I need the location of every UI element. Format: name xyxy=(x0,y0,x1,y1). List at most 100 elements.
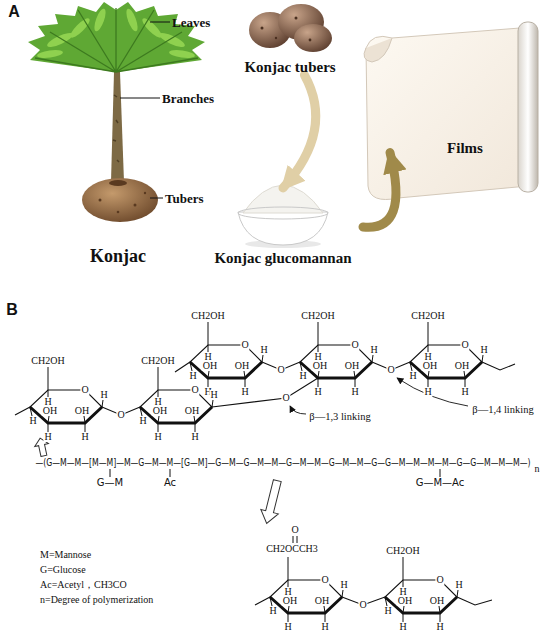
atom-label: OH xyxy=(312,361,328,371)
atom-label: CH2OH xyxy=(30,356,65,366)
callout-arrow xyxy=(397,378,468,406)
atom-label: O xyxy=(320,575,329,585)
atom-label: O xyxy=(80,385,89,395)
glycosidic-bond xyxy=(175,362,515,372)
process-arrow xyxy=(283,75,316,188)
powder-bowl xyxy=(238,185,328,248)
part-label: Leaves xyxy=(172,16,210,29)
stage-name: Konjac glucomannan xyxy=(203,250,363,267)
atom-label: H xyxy=(320,622,329,632)
plant-stem xyxy=(111,72,124,182)
atom-label: H xyxy=(298,371,307,381)
chain-formula: Ac xyxy=(164,478,176,488)
chain-formula: G—M—Ac xyxy=(416,478,465,488)
stem-spots xyxy=(113,95,119,162)
atom-label: CH2OH xyxy=(300,311,335,321)
plant-name: Konjac xyxy=(90,247,146,265)
atom-label: H xyxy=(80,432,89,442)
atom-label: H xyxy=(209,390,218,400)
part-label: Tubers xyxy=(165,192,204,205)
atom-label: H xyxy=(454,580,463,590)
atom-label: CH2OH xyxy=(190,311,225,321)
atom-label: O xyxy=(240,340,249,350)
panel-letter: B xyxy=(6,302,18,318)
atom-label: OH xyxy=(184,406,200,416)
atom-label: O xyxy=(276,365,285,375)
atom-label: O xyxy=(435,575,444,585)
stage-name: Films xyxy=(390,140,540,157)
atom-label: OH xyxy=(152,406,168,416)
branch-bond xyxy=(212,378,318,407)
atom-label: O xyxy=(386,365,395,375)
linkage-label: β—1,4 linking xyxy=(472,405,533,416)
atom-label: H xyxy=(259,345,268,355)
atom-label: H xyxy=(350,387,359,397)
callout-arrow xyxy=(290,406,306,414)
atom-label: H xyxy=(153,432,162,442)
atom-label: H xyxy=(423,387,432,397)
leader-line xyxy=(120,22,170,198)
leaf-canopy xyxy=(28,2,205,72)
atom-label: CH2OH xyxy=(410,311,445,321)
atom-label: H xyxy=(369,345,378,355)
tuber-crown xyxy=(109,180,127,186)
atom-label: CH2OH xyxy=(385,546,420,556)
chain-formula: G—M xyxy=(97,478,123,488)
product-stage: Konjac tubers xyxy=(230,3,350,75)
product-stage: Films xyxy=(390,40,540,190)
atom-label: H xyxy=(479,345,488,355)
atom-label: OH xyxy=(422,361,438,371)
atom-label: H xyxy=(28,416,37,426)
atom-label: H xyxy=(99,390,108,400)
atom-label: n xyxy=(534,464,541,474)
atom-label: H xyxy=(43,432,52,442)
abbreviation-note: G=Glucose xyxy=(40,565,86,575)
abbreviation-note: n=Degree of polymerization xyxy=(40,595,153,605)
atom-label: CH2OCCH3 xyxy=(265,544,319,554)
glucomannan-structure xyxy=(15,322,515,622)
process-arrow xyxy=(363,153,396,228)
atom-label: H xyxy=(383,606,392,616)
atom-label: O xyxy=(281,393,290,403)
atom-label: H xyxy=(408,371,417,381)
atom-label: O xyxy=(358,600,367,610)
tuber-spots xyxy=(99,192,147,214)
atom-label: H xyxy=(188,371,197,381)
atom-label: H xyxy=(313,387,322,397)
abbreviation-note: Ac=Acetyl，CH3CO xyxy=(40,580,127,590)
atom-label: OH xyxy=(42,406,58,416)
film-sheet xyxy=(364,22,538,200)
carbonyl-double-bond xyxy=(293,536,297,543)
atom-label: H xyxy=(190,432,199,442)
atom-label: H xyxy=(283,622,292,632)
atom-label: H xyxy=(240,387,249,397)
branch-line xyxy=(110,469,440,477)
hollow-arrow xyxy=(258,478,286,525)
atom-label: OH xyxy=(429,596,445,606)
linkage-label: β—1,3 linking xyxy=(309,412,370,423)
atom-label: H xyxy=(435,622,444,632)
plant-tuber xyxy=(82,178,158,222)
atom-label: H xyxy=(138,416,147,426)
atom-label: OH xyxy=(202,361,218,371)
glycosidic-bond xyxy=(255,597,492,605)
atom-label: H xyxy=(268,606,277,616)
abbreviation-note: M=Mannose xyxy=(40,550,91,560)
atom-label: OH xyxy=(234,361,250,371)
atom-label: OH xyxy=(74,406,90,416)
atom-label: O xyxy=(290,525,299,535)
atom-label: CH2OH xyxy=(140,356,175,366)
atom-label: OH xyxy=(454,361,470,371)
atom-label: H xyxy=(398,622,407,632)
atom-label: OH xyxy=(282,596,298,606)
chain-formula: —(G—M—M—[M—M]—M—G—M—M—[G—M]—G—M—G—M—M—G—… xyxy=(36,458,531,468)
atom-label: O xyxy=(190,385,199,395)
tubers-picture xyxy=(249,4,332,52)
stage-name: Konjac tubers xyxy=(230,59,350,76)
atom-label: OH xyxy=(397,596,413,606)
atom-label: OH xyxy=(344,361,360,371)
atom-label: O xyxy=(350,340,359,350)
atom-label: O xyxy=(116,410,125,420)
product-stage: Konjac glucomannan xyxy=(203,188,363,266)
